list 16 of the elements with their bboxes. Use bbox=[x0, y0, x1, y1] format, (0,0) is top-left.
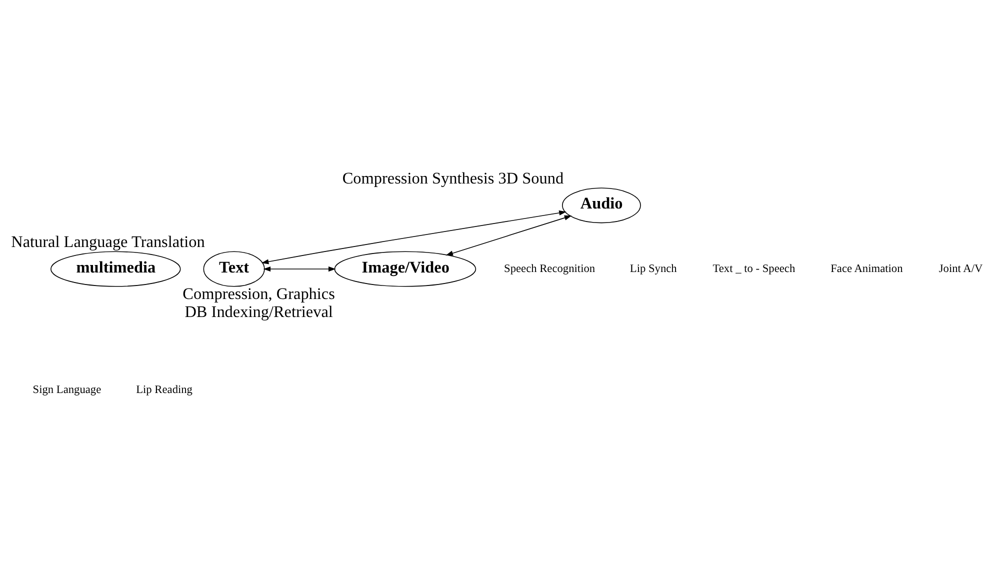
label: Lip Reading bbox=[136, 384, 192, 396]
label: Face Animation bbox=[830, 262, 902, 275]
node-label: Natural Language Translation bbox=[10, 232, 204, 250]
label: Lip Synch bbox=[629, 262, 676, 275]
node-label: DB Indexing/Retrieval bbox=[184, 302, 332, 321]
node-label: Compression, Graphics bbox=[182, 284, 334, 303]
label: Text _ to - Speech bbox=[712, 262, 795, 275]
arrow bbox=[445, 214, 572, 256]
node-ellipse: multimedia bbox=[50, 250, 180, 286]
node-label: Compression Synthesis 3D Sound bbox=[342, 168, 564, 187]
label: Joint A/V bbox=[938, 262, 982, 275]
label: Sign Language bbox=[32, 384, 101, 396]
arrow bbox=[260, 210, 566, 264]
node-ellipse: Text bbox=[202, 250, 264, 286]
arrow bbox=[262, 266, 336, 272]
label: Speech Recognition bbox=[504, 262, 595, 275]
